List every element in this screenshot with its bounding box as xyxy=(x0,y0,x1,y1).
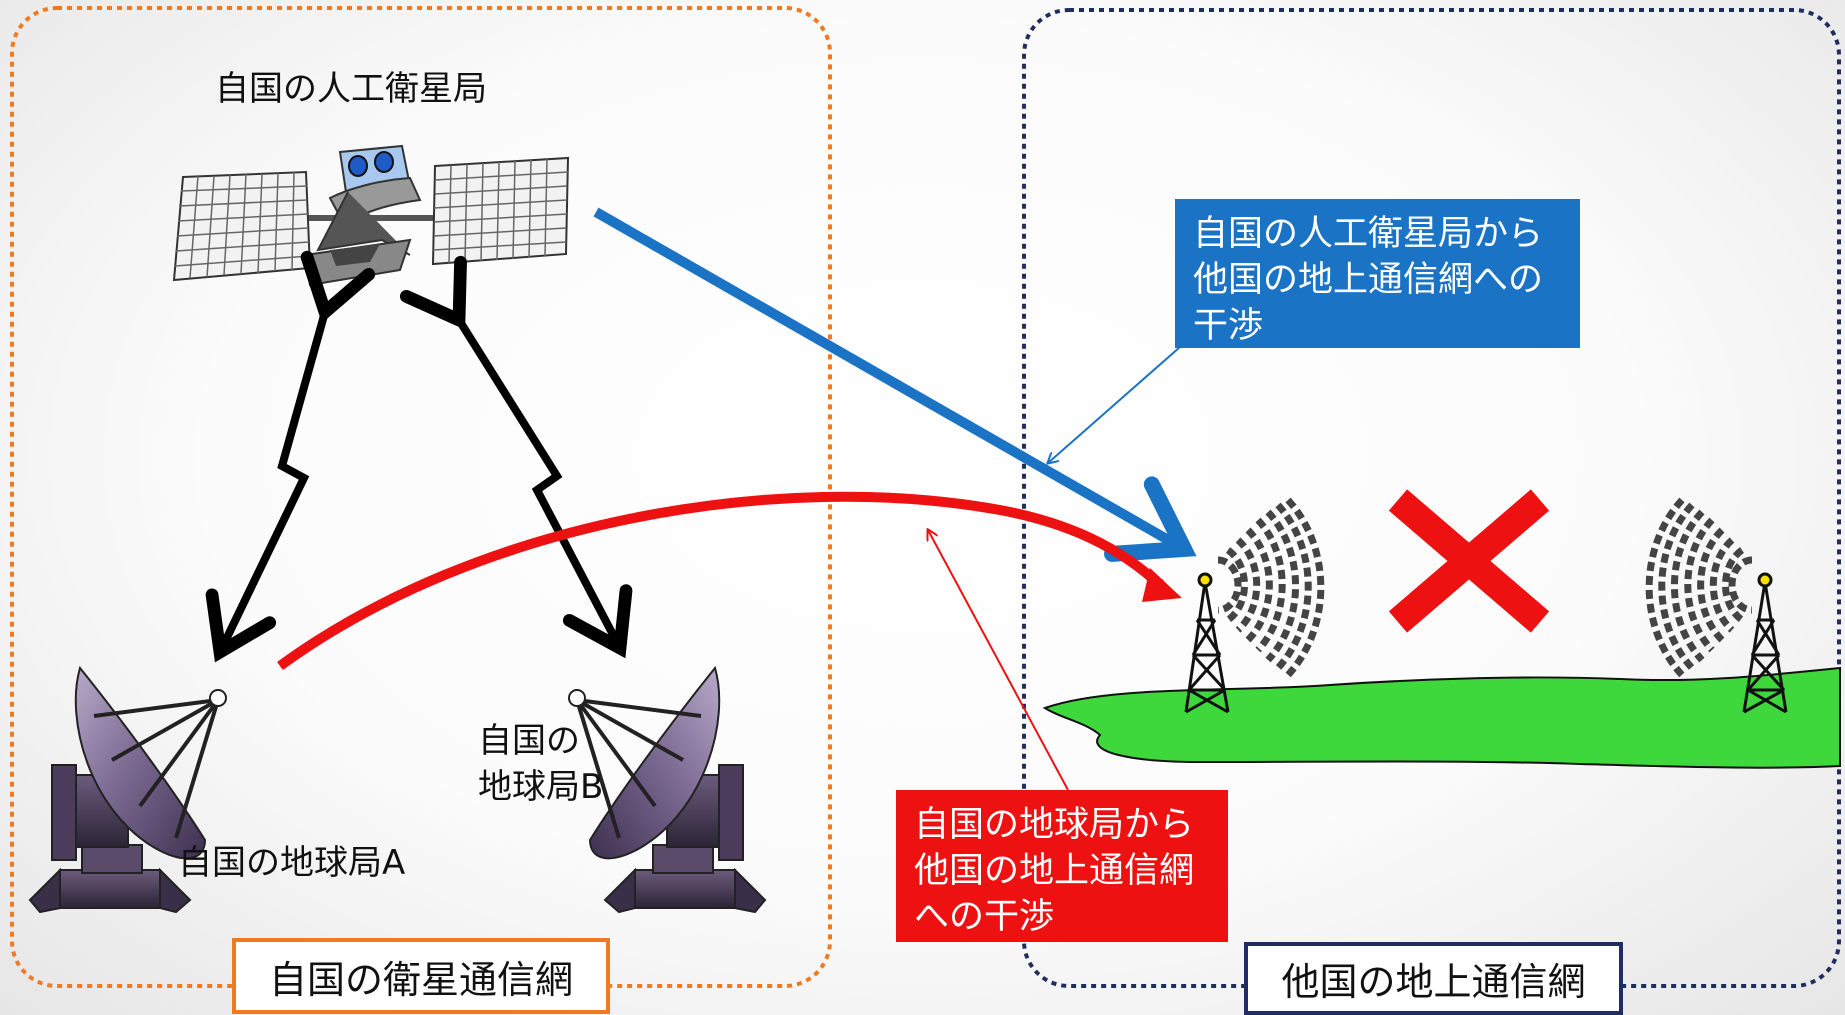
foreign-land xyxy=(1042,666,1841,769)
earth-callout-pointer xyxy=(928,530,1069,791)
link-a-satellite xyxy=(205,250,376,663)
radio-waves-right-icon xyxy=(1645,497,1753,678)
satellite-interference-callout: 自国の人工衛星局から 他国の地上通信網への 干渉 xyxy=(1175,199,1580,348)
satellite-callout-pointer xyxy=(1048,346,1181,463)
satellite-label: 自国の人工衛星局 xyxy=(215,69,487,109)
link-b-satellite xyxy=(399,255,633,659)
dish-antenna-b-icon xyxy=(568,665,767,914)
earth-interference-callout: 自国の地球局から 他国の地上通信網 への干渉 xyxy=(896,790,1228,942)
radio-tower-left-icon xyxy=(1184,572,1230,714)
satellite-interference-arrow xyxy=(593,207,1197,562)
earth-interference-arrow xyxy=(277,491,1169,671)
own-satellite-network-label: 自国の衛星通信網 xyxy=(232,938,610,1014)
foreign-terrestrial-network-label: 他国の地上通信網 xyxy=(1244,942,1623,1015)
earth-station-b-label: 自国の 地球局B xyxy=(478,721,604,807)
dish-antenna-a-icon xyxy=(28,665,227,914)
blocked-x-icon xyxy=(1388,489,1550,633)
satellite-icon xyxy=(172,144,570,287)
radio-waves-left-icon xyxy=(1217,497,1325,678)
radio-tower-right-icon xyxy=(1742,572,1788,714)
earth-station-a-label: 自国の地球局A xyxy=(178,843,406,883)
